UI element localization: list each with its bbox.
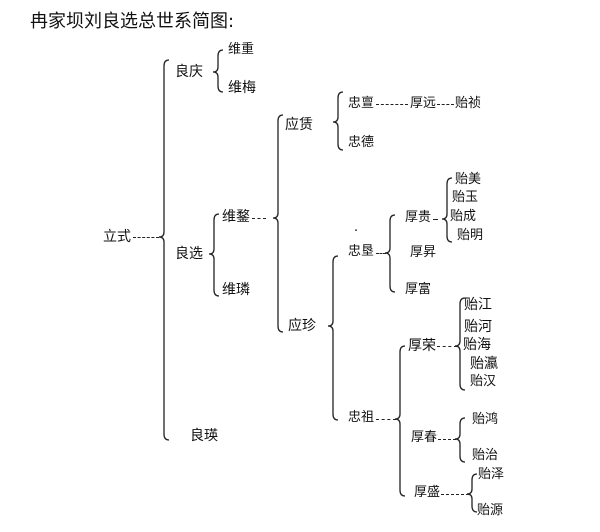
brace-root <box>158 59 170 441</box>
node-houfu: 厚富 <box>405 282 432 297</box>
connector <box>376 253 386 254</box>
brace-zhongken <box>384 214 396 293</box>
node-yize: 贻泽 <box>478 467 505 482</box>
connector <box>376 419 396 420</box>
node-yingzhen: 应珍 <box>288 318 316 334</box>
node-yijiang: 贻江 <box>464 297 492 313</box>
node-hougui: 厚贵 <box>405 210 432 225</box>
node-yiming: 贻明 <box>457 228 484 243</box>
node-hourong: 厚荣 <box>408 338 436 354</box>
diagram-title: 冉家坝刘良选总世系简图: <box>30 11 235 32</box>
node-zhongzu: 忠祖 <box>348 410 375 425</box>
brace-weimou <box>272 114 284 333</box>
dot-mark: · <box>354 224 359 239</box>
node-weilin: 维璘 <box>222 282 250 298</box>
brace-housheng <box>466 473 478 513</box>
node-yizhi: 贻治 <box>472 448 499 463</box>
node-yiyu: 贻玉 <box>452 190 479 205</box>
node-zhongken: 忠垦 <box>348 244 375 259</box>
brace-liangqing <box>212 49 224 93</box>
node-houchun: 厚春 <box>411 430 438 445</box>
node-root: 立式 <box>103 229 131 245</box>
connector <box>252 218 266 219</box>
node-yihe: 贻河 <box>464 319 492 335</box>
node-liangxuan: 良选 <box>175 246 203 262</box>
connector <box>438 439 456 440</box>
node-liangqing: 良庆 <box>175 64 203 80</box>
connector <box>376 104 408 105</box>
node-zhongdan: 忠亶 <box>348 96 375 111</box>
node-weimei: 维梅 <box>228 80 256 96</box>
node-yizhen: 贻祯 <box>455 96 482 111</box>
connector <box>437 346 457 347</box>
node-yihan: 贻汉 <box>470 374 497 389</box>
node-weimou: 维鍪 <box>222 209 250 225</box>
node-housheng: 厚盛 <box>414 485 441 500</box>
node-yihong: 贻鸿 <box>472 412 499 427</box>
brace-houchun <box>454 417 466 463</box>
connector <box>441 494 469 495</box>
node-weizhong: 维重 <box>228 42 255 57</box>
brace-yinglin <box>332 91 344 151</box>
connector <box>433 219 438 220</box>
connector <box>437 104 454 105</box>
brace-zhongzu <box>394 345 406 497</box>
node-yinglin: 应赁 <box>285 117 313 133</box>
node-zhongde: 忠德 <box>348 135 375 150</box>
node-yiyuan: 贻源 <box>477 503 504 518</box>
node-liangying: 良瑛 <box>190 428 218 444</box>
brace-hougui <box>441 177 453 243</box>
brace-yingzhen <box>327 255 339 421</box>
node-housheng-a: 厚昇 <box>410 245 437 260</box>
node-yiying: 贻瀛 <box>470 356 498 372</box>
node-yicheng: 贻成 <box>450 209 477 224</box>
brace-liangxuan <box>208 213 220 297</box>
node-houyuan: 厚远 <box>410 96 437 111</box>
node-yimei: 贻美 <box>455 172 482 187</box>
connector <box>133 237 159 238</box>
node-yihai: 贻海 <box>463 337 491 353</box>
